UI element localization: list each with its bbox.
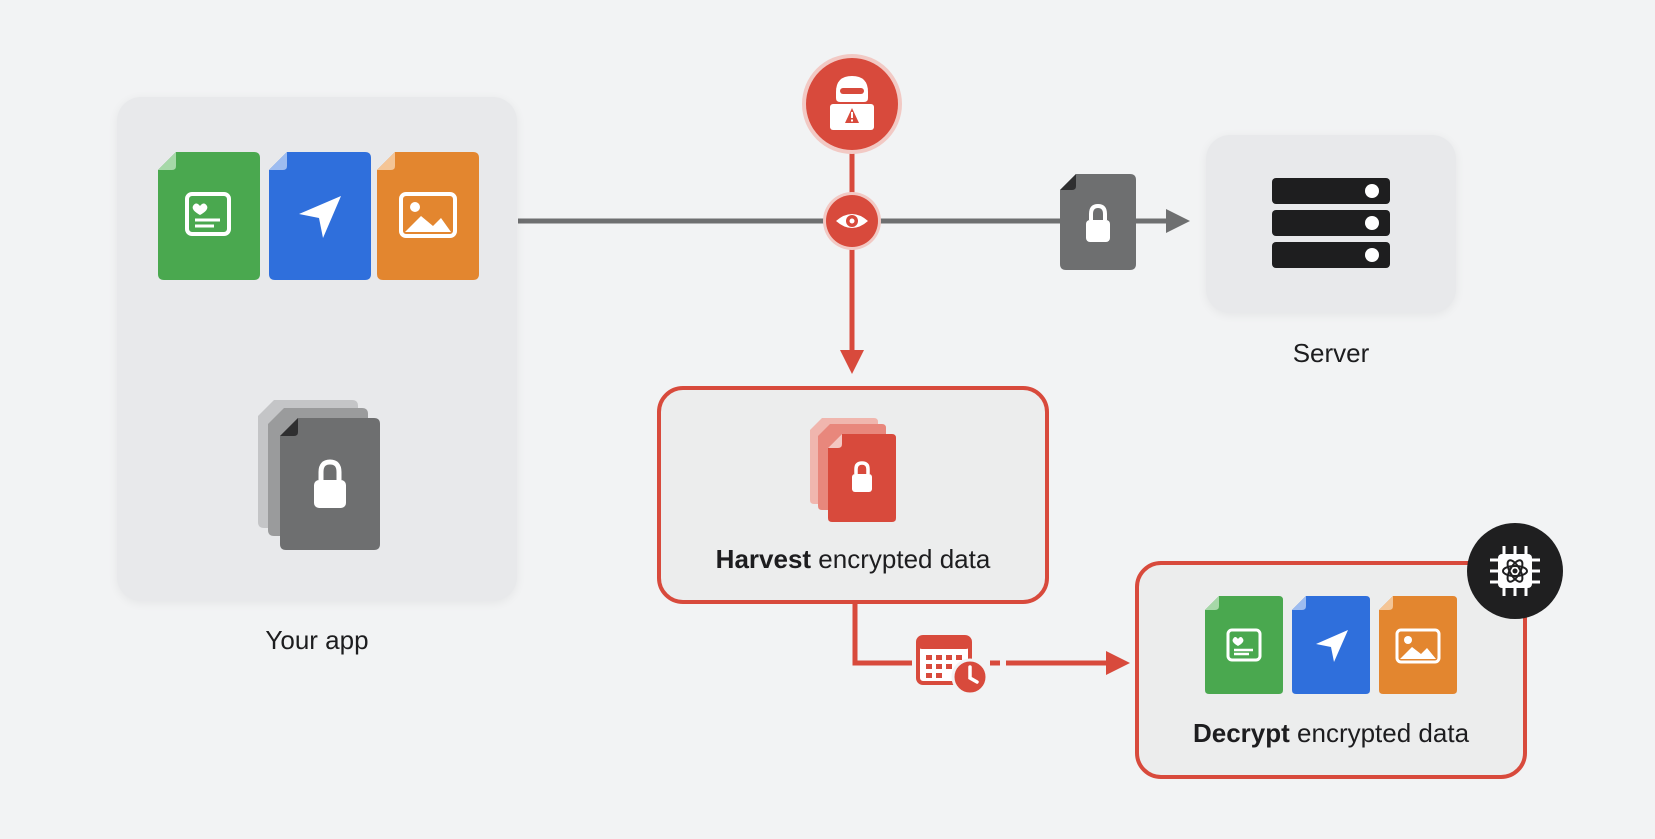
decrypted-image-file-icon xyxy=(1379,596,1457,694)
eye-icon xyxy=(823,192,881,250)
decrypt-label-rest: encrypted data xyxy=(1289,718,1470,748)
decrypt-label-bold: Decrypt xyxy=(1192,718,1290,748)
server-label: Server xyxy=(1292,338,1370,368)
decrypt-arrowhead xyxy=(1106,651,1130,675)
encrypted-files-stack-icon xyxy=(258,400,380,550)
location-file-icon xyxy=(269,152,371,280)
harvest-label-bold: Harvest xyxy=(715,544,812,574)
harvest-label: Harvest encrypted data xyxy=(657,544,1049,575)
server-rack-icon xyxy=(1272,178,1390,268)
calendar-clock-icon xyxy=(916,635,989,695)
image-file-icon xyxy=(377,152,479,280)
decrypted-health-file-icon xyxy=(1205,596,1283,694)
decrypt-label: Decrypt encrypted data xyxy=(1135,718,1527,749)
transmission-arrowhead xyxy=(1166,209,1190,233)
hacker-icon xyxy=(802,54,902,154)
health-file-icon xyxy=(158,152,260,280)
your-app-label: Your app xyxy=(265,625,369,655)
harvest-label-rest: encrypted data xyxy=(811,544,991,574)
encrypted-packet-icon xyxy=(1060,174,1136,270)
delay-line xyxy=(852,600,900,666)
harvested-files-icon xyxy=(810,418,896,522)
decrypted-location-file-icon xyxy=(1292,596,1370,694)
quantum-chip-icon xyxy=(1467,523,1563,619)
harvest-arrowhead xyxy=(840,350,864,374)
